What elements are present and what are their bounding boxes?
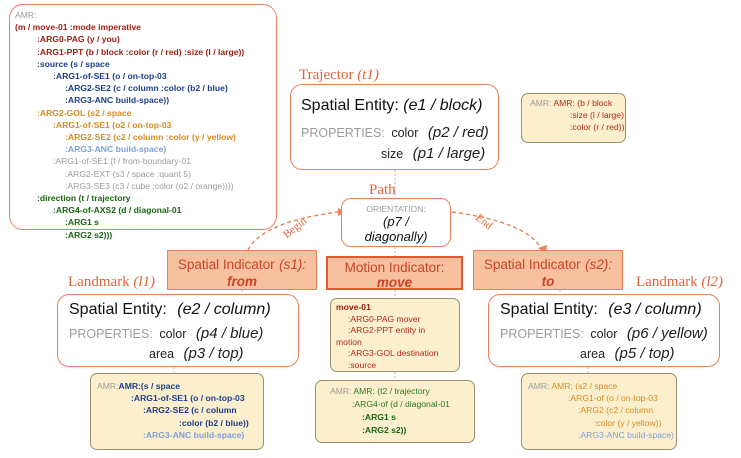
amr-main-line: :source (s / space (37, 58, 110, 69)
amr-main-line: :ARG2-EXT (s3 / space :quant 5) (65, 168, 191, 179)
landmark-l1-amr-line: AMR:AMR:(s / space (97, 381, 181, 391)
trajector-amr-box: AMR: AMR: (b / block :size (l / large) :… (521, 93, 626, 143)
amr-main-line: :ARG4-of-AXS2 (d / diagonal-01 (53, 205, 182, 216)
motion-amr-line: :ARG2-PPT entity in (348, 325, 426, 336)
trajectory-amr-box: AMR: AMR: (t2 / trajectory :ARG4-of (d /… (315, 380, 475, 443)
landmark-l2-prop1: PROPERTIES: color (p6 / yellow) (500, 325, 708, 342)
landmark-l1-entity: Spatial Entity: (e2 / column) (69, 301, 271, 318)
landmark-l1-box: Spatial Entity: (e2 / column) PROPERTIES… (57, 294, 299, 367)
trajector-prop2: size (p1 / large) (381, 145, 485, 162)
amr-main-line: :ARG1-of-SE1 (f / from-boundary-01 (53, 156, 192, 167)
amr-main-line: :ARG1 s (65, 217, 99, 228)
motion-amr-line: motion (336, 336, 362, 347)
landmark-l1-amr-box: AMR:AMR:(s / space :ARG1-of-SE1 (o / on-… (90, 373, 264, 450)
trajector-prop2-value: (p1 / large) (412, 145, 486, 162)
amr-main-line: :ARG1-of-SE1 (o / on-top-03 (53, 71, 167, 82)
trajector-entity: Spatial Entity: (e1 / block) (301, 97, 482, 115)
landmark-l2-box: Spatial Entity: (e3 / column) PROPERTIES… (488, 294, 720, 367)
landmark-l2-title: Landmark (l2) (636, 274, 724, 290)
motion-amr-line: :ARG3-GOL destination (348, 348, 439, 359)
landmark-l1-amr-line: :ARG1-of-SE1 (o / on-top-03 (131, 393, 245, 404)
trajectory-amr-line: AMR: AMR: (t2 / trajectory (330, 386, 430, 396)
landmark-l2-amr-line: AMR: AMR: (s2 / space (528, 381, 618, 391)
trajector-prop2-name: size (381, 147, 404, 161)
amr-main-line: :ARG3-ANC build-space) (65, 144, 167, 155)
landmark-l1-title: Landmark (l1) (68, 274, 156, 290)
amr-main-text: AMR: (m / move-01 :mode imperative :ARG0… (15, 9, 244, 241)
path-title: Path (369, 182, 396, 198)
amr-main-line: :ARG2-GOL (s2 / space (37, 107, 132, 118)
landmark-l1-amr-line: :color (b2 / blue)) (179, 417, 249, 428)
amr-main-line: (m / move-01 :mode imperative (15, 22, 142, 33)
landmark-l2-amr-line: :color (y / yellow)) (594, 417, 662, 428)
motion-amr-line: move-01 (336, 302, 371, 312)
motion-indicator-value: move (376, 275, 413, 290)
motion-amr-box: move-01 :ARG0-PAG mover :ARG2-PPT entity… (330, 298, 460, 372)
landmark-l2-entity: Spatial Entity: (e3 / column) (500, 301, 702, 318)
trajector-title-label: Trajector (299, 67, 354, 83)
landmark-l1-prop2: area (p3 / top) (149, 345, 244, 362)
path-value-l2: diagonally) (364, 229, 428, 244)
amr-main-line: :ARG1-PPT (b / block :color (r / red) :s… (37, 46, 245, 57)
amr-main-line: :ARG1-of-SE1 (o2 / on-top-03 (53, 119, 172, 130)
motion-amr-line: :ARG0-PAG mover (348, 313, 421, 324)
path-orientation-label: ORIENTATION: (366, 204, 426, 214)
amr-main-line: :ARG2-SE2 (c / column :color (b2 / blue) (65, 83, 228, 94)
amr-main-line: :ARG3-ANC build-space)) (65, 95, 170, 106)
trajector-entity-value: (e1 / block) (403, 97, 483, 114)
trajector-box: Spatial Entity: (e1 / block) PROPERTIES:… (290, 84, 499, 170)
trajector-entity-label: Spatial Entity: (301, 97, 399, 114)
landmark-l1-amr-line: :ARG3-ANC build-space) (143, 429, 245, 440)
spatial-indicator-s1-box: Spatial Indicator (s1): from (167, 250, 317, 290)
trajector-prop1: PROPERTIES: color (p2 / red) (301, 124, 489, 141)
landmark-l2-prop2: area (p5 / top) (580, 345, 675, 362)
motion-amr-line: :source (348, 359, 377, 370)
trajector-amr-line: AMR: AMR: (b / block (530, 98, 613, 108)
amr-main-line: :ARG3-SE3 (c3 / cube :color (o2 / orange… (65, 180, 234, 191)
trajectory-amr-line: :ARG1 s (362, 412, 396, 422)
trajector-properties-label: PROPERTIES: (301, 126, 385, 140)
trajector-amr-line: :size (l / large) (570, 110, 624, 121)
spatial-indicator-s2-label: Spatial Indicator (s2): (483, 257, 613, 272)
amr-main-box: AMR: (m / move-01 :mode imperative :ARG0… (9, 4, 277, 240)
spatial-indicator-s2-box: Spatial Indicator (s2): to (473, 250, 623, 290)
spatial-indicator-s1-value: from (227, 274, 257, 289)
landmark-l2-amr-box: AMR: AMR: (s2 / space :ARG1-of (o / on-t… (521, 373, 677, 450)
amr-main-line: AMR: (15, 10, 37, 20)
amr-main-line: :ARG2 s2))) (65, 229, 113, 240)
motion-indicator-box: Motion Indicator: move (326, 256, 463, 290)
landmark-l2-amr-line: :ARG1-of (o / on-top-03 (568, 393, 658, 404)
trajectory-amr-line: :ARG4-of (d / diagonal-01 (352, 399, 450, 409)
trajector-prop1-name: color (391, 126, 419, 140)
landmark-l1-amr-line: :ARG2-SE2 (c / column (143, 405, 237, 416)
amr-main-line: :ARG2-SE2 (c2 / column :color (y / yello… (65, 132, 236, 143)
trajectory-amr-line: :ARG2 s2)) (362, 425, 407, 435)
amr-main-line: :ARG0-PAG (y / you) (37, 34, 120, 45)
landmark-l2-amr-line: :ARG3-ANC build-space) (578, 429, 674, 440)
trajector-prop1-value: (p2 / red) (427, 124, 489, 141)
path-value-l1: (p7 / (382, 214, 409, 229)
trajector-title-var: (t1) (357, 67, 379, 83)
landmark-l2-amr-line: :ARG2 (c2 / column (578, 405, 653, 416)
landmark-l1-prop1: PROPERTIES: color (p4 / blue) (69, 325, 264, 342)
amr-main-line: :direction (t / trajectory (37, 193, 131, 204)
motion-indicator-label: Motion Indicator: (344, 260, 445, 275)
trajector-title: Trajector (t1) (299, 67, 379, 84)
spatial-indicator-s2-value: to (541, 274, 555, 289)
spatial-indicator-s1-label: Spatial Indicator (s1): (177, 257, 307, 272)
path-box: ORIENTATION: (p7 / diagonally) (341, 198, 451, 247)
trajector-amr-line: :color (r / red)) (570, 122, 625, 133)
